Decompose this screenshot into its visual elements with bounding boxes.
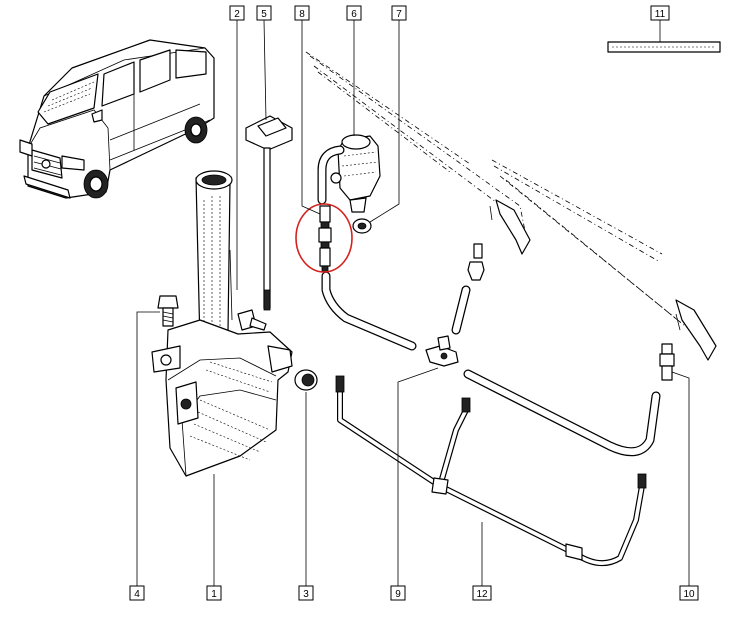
svg-text:9: 9: [395, 589, 401, 600]
callout-10: 10: [679, 585, 699, 601]
svg-text:10: 10: [683, 589, 695, 600]
callout-3: 3: [298, 585, 314, 601]
callout-11: 11: [650, 5, 670, 21]
svg-text:11: 11: [655, 9, 666, 20]
inline-connector: [318, 205, 332, 273]
washer-nozzle: [659, 343, 675, 381]
callout-4: 4: [129, 585, 145, 601]
tank-screw: [237, 309, 267, 331]
wiper-arm-left: [305, 51, 531, 255]
leader-lines: [136, 19, 690, 586]
pump-hose: [317, 145, 417, 351]
svg-text:12: 12: [476, 589, 488, 600]
svg-text:3: 3: [303, 589, 309, 600]
van-illustration: [19, 39, 215, 199]
filler-cap-dipstick: [245, 115, 293, 311]
rear-washer-line: [335, 375, 647, 567]
svg-text:7: 7: [396, 9, 402, 20]
callout-1: 1: [206, 585, 222, 601]
callout-5: 5: [256, 5, 272, 21]
callout-9: 9: [390, 585, 406, 601]
svg-text:1: 1: [211, 589, 217, 600]
t-connector: [425, 335, 459, 367]
callout-12: 12: [472, 585, 492, 601]
nozzle-hose-right: [463, 369, 661, 457]
callout-6: 6: [346, 5, 362, 21]
callout-8: 8: [294, 5, 310, 21]
level-sensor-lead: [229, 249, 233, 321]
pump-seal: [352, 218, 372, 234]
nozzle-hose-upper: [451, 243, 485, 335]
washer-reservoir: [151, 170, 293, 477]
svg-text:6: 6: [351, 9, 357, 20]
svg-text:8: 8: [299, 9, 305, 20]
highlight-circle: [295, 203, 353, 273]
washer-pump: [330, 134, 381, 213]
mounting-bolt: [157, 295, 179, 327]
svg-text:2: 2: [234, 9, 240, 20]
grommet: [294, 369, 318, 391]
svg-text:5: 5: [261, 9, 267, 20]
callout-7: 7: [391, 5, 407, 21]
callout-2: 2: [229, 5, 245, 21]
wiper-blade-strip: [607, 41, 721, 53]
wiper-arm-right: [491, 159, 717, 361]
svg-text:4: 4: [134, 589, 140, 600]
